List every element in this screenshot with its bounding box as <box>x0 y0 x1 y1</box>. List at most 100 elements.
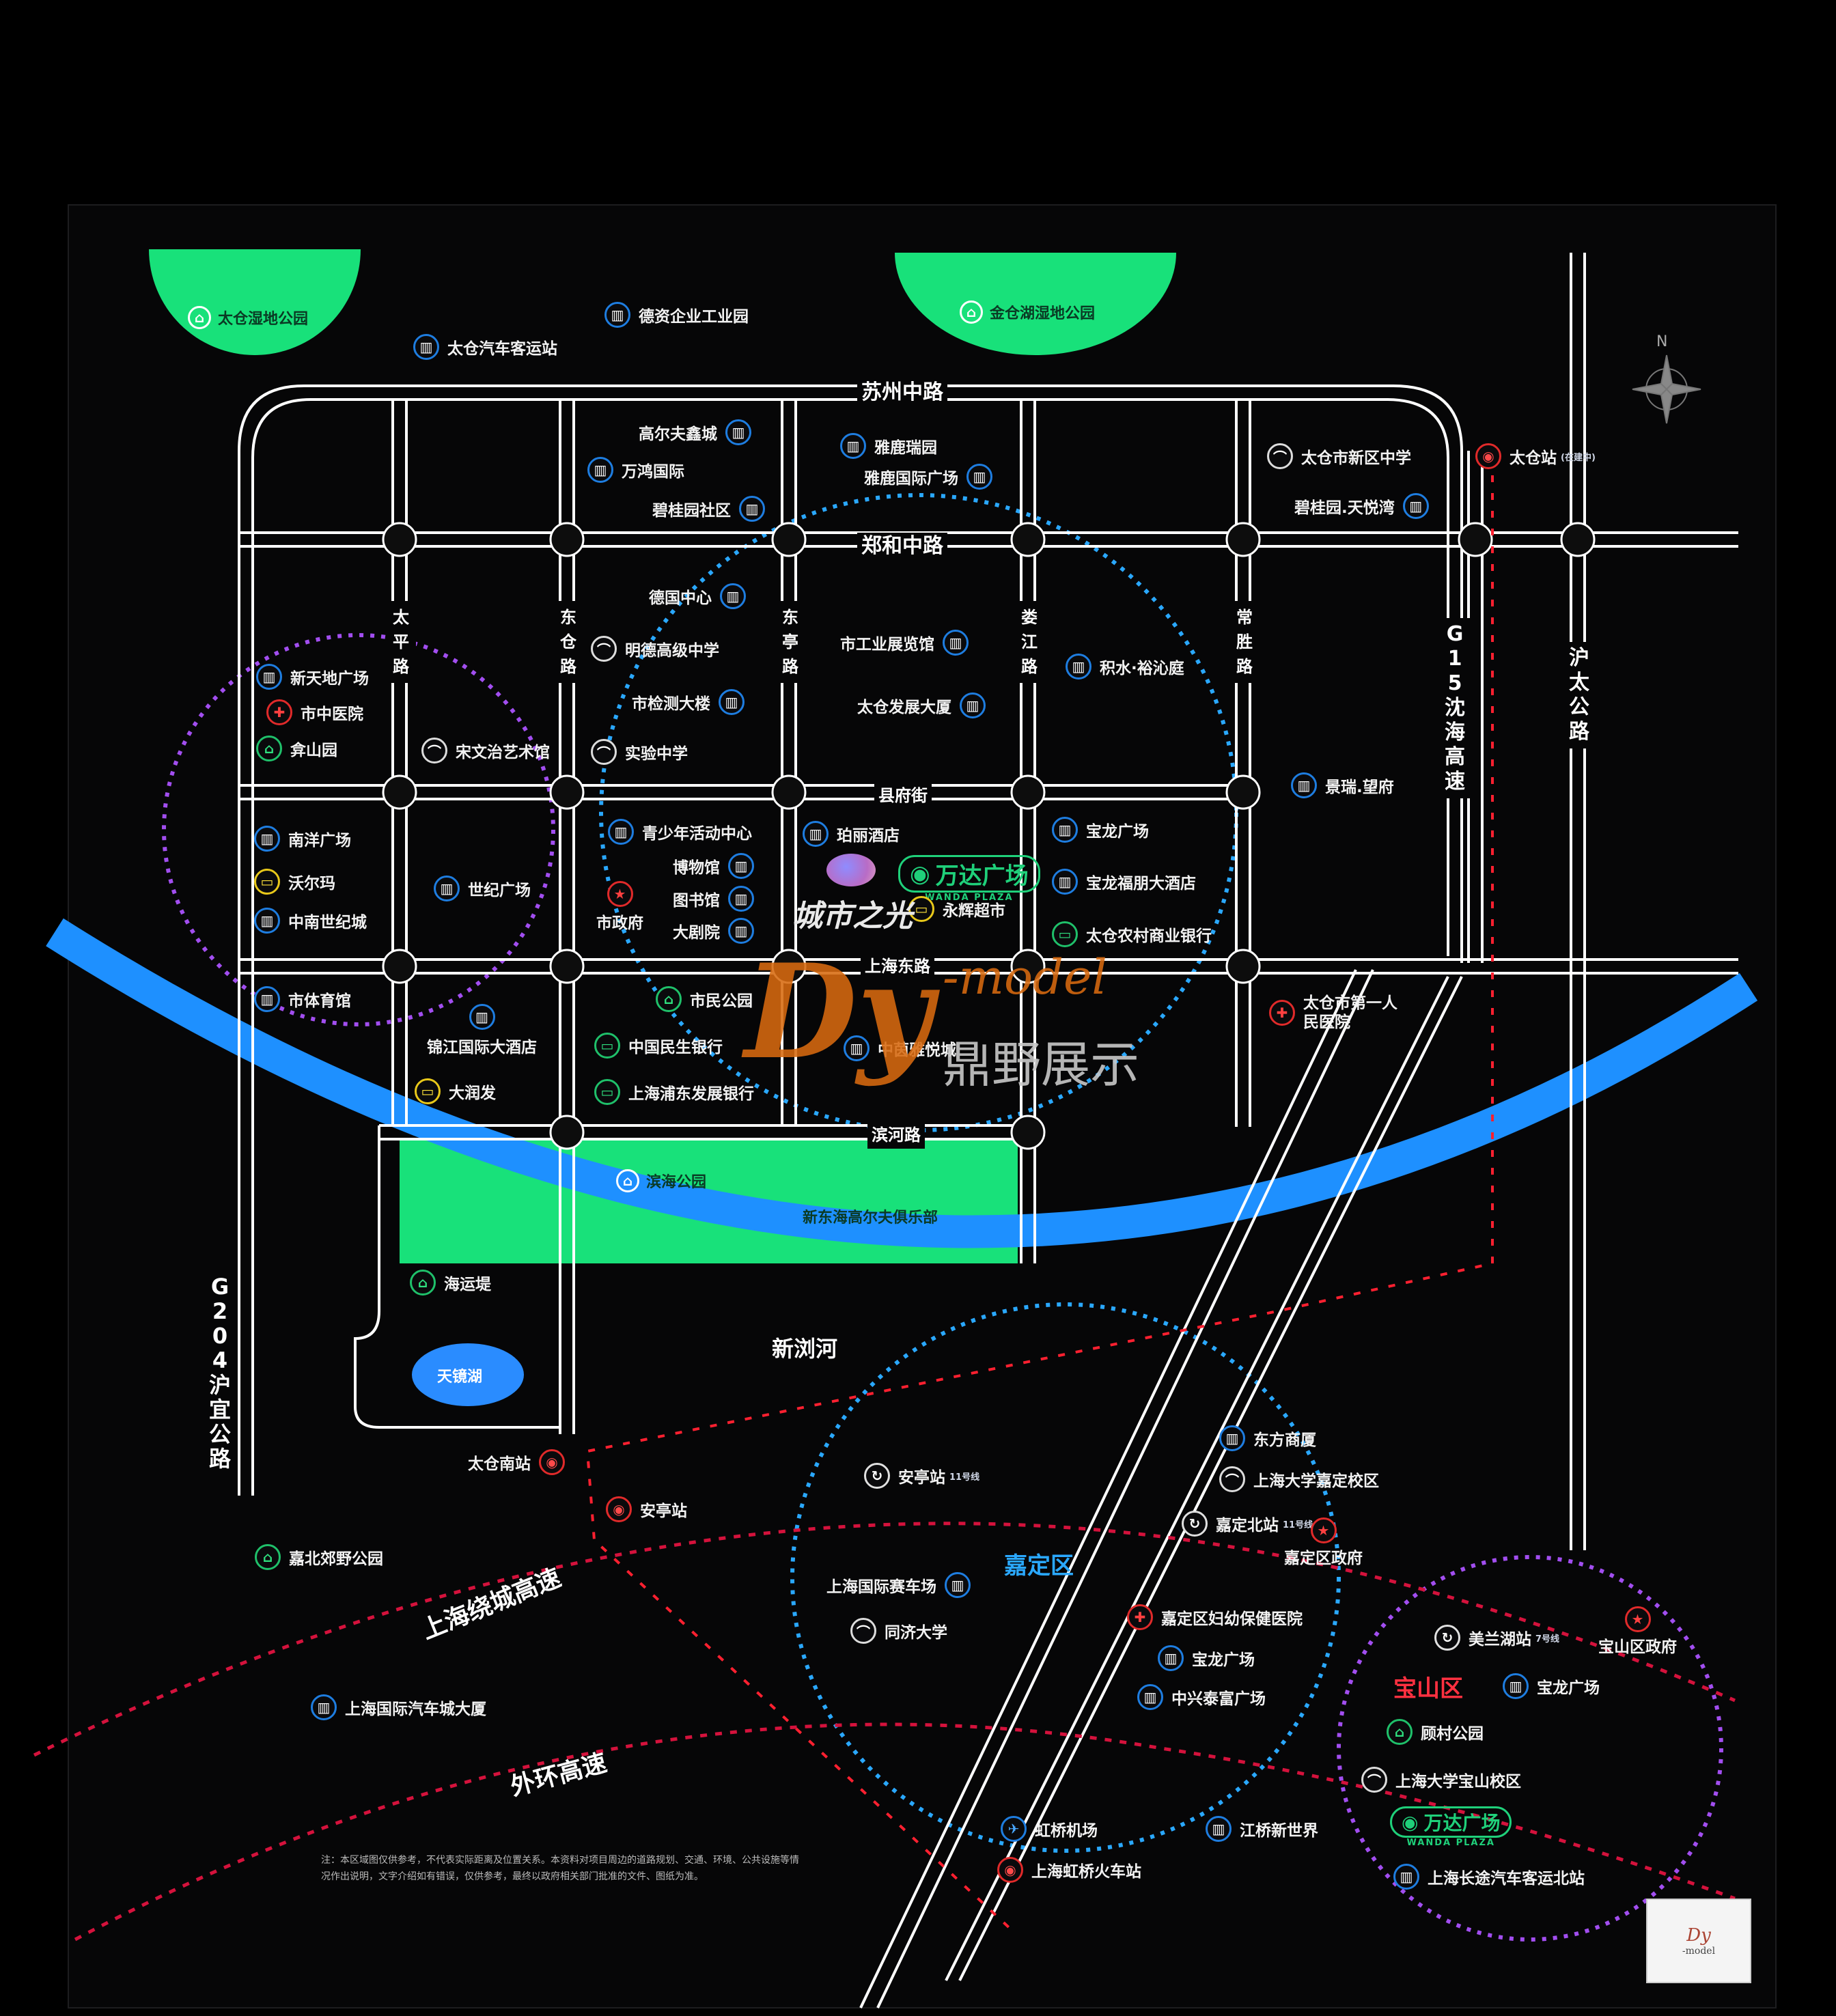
compass-north-label: N <box>1656 333 1668 350</box>
government-icon: ★ <box>607 881 633 907</box>
road-g15: G15沈海高速 <box>1440 618 1470 798</box>
metro-icon: ↻ <box>1434 1625 1460 1651</box>
watermark-cn: 鼎野展示 <box>943 1036 1140 1093</box>
park-icon: ⌂ <box>616 1169 639 1192</box>
poi-yueyue: ▥中茵雅悦城 <box>844 1033 956 1064</box>
poi-bowuguan: 博物馆▥ <box>673 850 754 882</box>
poi-fazhan: 太仓发展大厦▥ <box>857 690 986 721</box>
school-icon: ⌒ <box>591 636 617 662</box>
disclaimer-note: 注：本区域图仅供参考，不代表实际距离及位置关系。本资料对项目周边的道路规划、交通… <box>321 1855 799 1882</box>
poi-biguiyuan-tianyue: 碧桂园.天悦湾▥ <box>1294 490 1429 522</box>
park-jincang-lake: ⌂ 金仓湖湿地公园 <box>960 300 1095 324</box>
road-shanghai-dong: 上海东路 <box>861 953 934 980</box>
poi-baolong-hotel: ▥宝龙福朋大酒店 <box>1052 866 1196 897</box>
poi-yonghui: ▭永辉超市 <box>908 893 1005 925</box>
road-suzhou-zhong: 苏州中路 <box>857 379 947 406</box>
city-light-logo-icon <box>826 854 876 886</box>
park-taicang-wetland: ⌂ 太仓湿地公园 <box>188 306 308 329</box>
poi-pengli: ▥珀丽酒店 <box>803 818 900 850</box>
ring-baoshan <box>1337 1555 1723 1942</box>
poi-zhongnan: ▥中南世纪城 <box>254 905 367 936</box>
watermark-model: -model <box>943 949 1107 1005</box>
poi-baoshan-gov: ★宝山区政府 <box>1598 1606 1677 1657</box>
park-icon: ⌂ <box>960 300 983 324</box>
building-icon: ▥ <box>1503 1673 1529 1699</box>
jincang-lake-park-shape <box>895 253 1176 355</box>
poi-baolong3: ▥宝龙广场 <box>1503 1670 1600 1702</box>
government-icon: ★ <box>1310 1517 1337 1543</box>
hospital-icon: ✚ <box>1269 1000 1295 1026</box>
poi-jishui: ▥积水·裕沁庭 <box>1066 651 1184 682</box>
poi-yalu-plaza: 雅鹿国际广场▥ <box>864 461 992 492</box>
watermark-brand: Dy <box>745 936 933 1088</box>
building-icon: ▥ <box>413 334 439 360</box>
road-dongcang: 东仓路 <box>553 601 583 683</box>
poi-fuyou: ✚嘉定区妇幼保健医院 <box>1127 1601 1303 1633</box>
poi-dajuyuan: 大剧院▥ <box>673 915 754 947</box>
wanda-logo-icon: ◉ <box>1402 1810 1419 1834</box>
poi-nongshang: ▭太仓农村商业银行 <box>1052 919 1212 950</box>
building-icon: ▥ <box>256 664 282 690</box>
road-loujiang: 娄江路 <box>1014 601 1044 683</box>
building-icon: ▥ <box>1206 1816 1232 1842</box>
poi-yalu-hotel: ▥雅鹿瑞园 <box>840 430 937 462</box>
poi-taicang-station: ◉太仓站(在建中) <box>1475 440 1596 472</box>
poi-wanda: ◉万达广场 WANDA PLAZA <box>898 855 1040 903</box>
park-icon: ⌂ <box>410 1270 436 1296</box>
poi-gaoerfu: 高尔夫鑫城▥ <box>639 417 751 448</box>
building-icon: ▥ <box>739 496 765 522</box>
road-taiping: 太平路 <box>386 601 416 683</box>
poi-bus-station: ▥太仓汽车客运站 <box>413 331 557 363</box>
poi-taicang-south: 太仓南站◉ <box>468 1446 565 1478</box>
supermarket-icon: ▭ <box>908 896 934 922</box>
poi-biguiyuan-sq: 碧桂园社区▥ <box>652 493 765 524</box>
building-icon: ▥ <box>844 1035 870 1061</box>
building-icon: ▥ <box>608 819 634 845</box>
poi-changtu: ▥上海长途汽车客运北站 <box>1393 1861 1585 1892</box>
project-city-light: 城市之光 <box>792 899 913 934</box>
building-icon: ▥ <box>1219 1425 1245 1451</box>
building-icon: ▥ <box>604 302 630 328</box>
road-changsheng: 常胜路 <box>1229 601 1260 683</box>
building-icon: ▥ <box>725 419 751 445</box>
park-icon: ⌂ <box>188 306 211 329</box>
poi-jiading-gov: ★嘉定区政府 <box>1284 1517 1363 1568</box>
poi-dongfang: ▥东方商厦 <box>1219 1423 1316 1454</box>
school-icon: ⌒ <box>591 739 617 765</box>
poi-qishanyuan: ⌂弇山园 <box>256 733 337 764</box>
poi-f1: 上海国际赛车场▥ <box>826 1569 971 1601</box>
hospital-icon: ✚ <box>266 699 292 725</box>
bank-icon: ▭ <box>594 1079 620 1105</box>
road-hutai: 沪太公路 <box>1564 642 1594 748</box>
building-icon: ▥ <box>840 433 866 459</box>
building-icon: ▥ <box>960 692 986 718</box>
poi-baolong: ▥宝龙广场 <box>1052 814 1149 845</box>
metro-icon: ↻ <box>1182 1511 1208 1537</box>
building-icon: ▥ <box>1066 654 1091 680</box>
road-binhe: 滨河路 <box>867 1121 925 1149</box>
building-icon: ▥ <box>803 821 829 847</box>
road-zhenghe-zhong: 郑和中路 <box>857 533 947 560</box>
hospital-icon: ✚ <box>1127 1604 1153 1630</box>
poi-gongshang: 市工业展览馆▥ <box>840 627 969 658</box>
river-label: 新浏河 <box>772 1336 838 1362</box>
supermarket-icon: ▭ <box>415 1078 441 1104</box>
airplane-icon: ✈ <box>1001 1816 1027 1842</box>
poi-deguo: 德国中心▥ <box>649 580 746 612</box>
corner-logo-brand: Dy <box>1686 1925 1711 1946</box>
building-icon: ▥ <box>945 1572 971 1598</box>
rail-station-icon: ◉ <box>997 1857 1023 1883</box>
district-jiading: 嘉定区 <box>1004 1552 1074 1580</box>
rail-station-icon: ◉ <box>1475 443 1501 469</box>
building-icon: ▥ <box>1393 1864 1419 1890</box>
park-icon: ⌂ <box>255 1544 281 1570</box>
poi-baolong2: ▥宝龙广场 <box>1158 1642 1255 1674</box>
poi-xinqu-school: ⌒太仓市新区中学 <box>1267 440 1411 472</box>
corner-logo-model: -model <box>1682 1946 1716 1957</box>
shanghai-ring-expressway <box>33 1522 1736 1757</box>
xinliu-river <box>46 918 1758 1248</box>
poi-xintiandi: ▥新天地广场 <box>256 661 369 692</box>
school-icon: ⌒ <box>1361 1767 1387 1793</box>
